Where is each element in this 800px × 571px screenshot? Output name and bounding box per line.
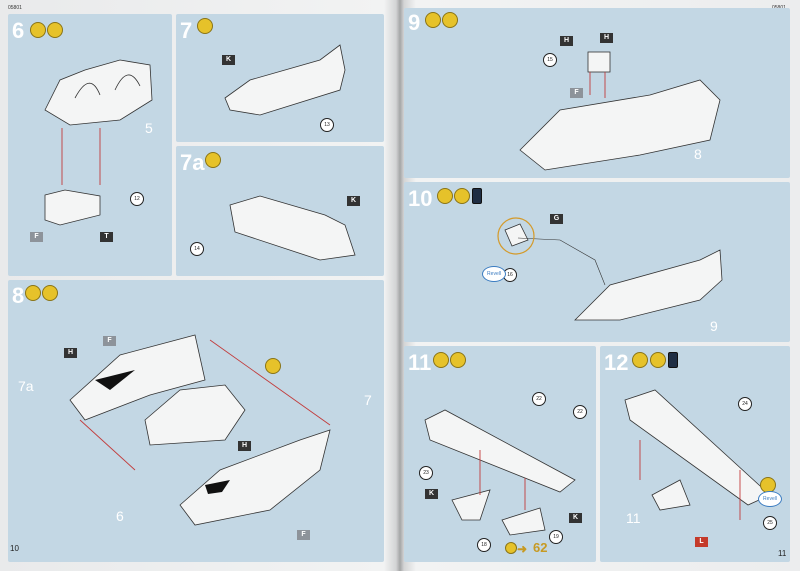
part-callout: 23 [419,466,433,480]
step-12-number: 12 [604,350,629,375]
paint-icon [47,22,63,38]
wing-pylon-drawing [651,479,691,511]
step-reference: 62 [533,540,548,555]
step-7-number: 7 [180,18,193,43]
sprue-tag: F [103,336,116,346]
sprue-tag: F [570,88,583,98]
page-number-right: 11 [778,549,787,558]
pylon-part-a-drawing [451,489,491,521]
lower-fuselage-drawing [179,429,331,526]
sprue-tag: F [297,530,310,540]
paint-pot-icon [472,188,482,204]
paint-icon [454,188,470,204]
step-8-ref-7: 7 [364,392,372,408]
paint-pot-icon [668,352,678,368]
glue-icon [632,352,648,368]
arrow-icon: ➜ [517,542,528,556]
part-callout: 13 [320,118,334,132]
part-callout: 18 [477,538,491,552]
part-callout: 25 [763,516,777,530]
decal-badge: Revell [482,266,506,282]
part-callout: 22 [532,392,546,406]
step-6-number: 6 [12,18,25,43]
decal-part-drawing [504,223,529,247]
fuselage-half-b-drawing [229,195,356,261]
sprue-tag: G [550,214,563,224]
page-gutter [396,0,404,571]
step-8-number: 8 [12,283,25,308]
sprue-tag: F [30,232,43,242]
cockpit-seat-drawing [144,384,246,446]
glue-icon [30,22,46,38]
page-code-left: 05801 [8,5,22,11]
page-number-left: 10 [10,544,19,553]
seat-part-drawing [587,51,611,73]
glue-icon [25,285,41,301]
instrument-panel-drawing [44,189,101,226]
sprue-tag: L [695,537,708,547]
glue-icon [197,18,213,34]
sprue-tag: K [222,55,235,65]
sprue-tag: H [600,33,613,43]
canopy-assembly-drawing [574,249,723,321]
step-10-ref: 9 [710,318,718,334]
nose-assembly-drawing [519,79,721,171]
sprue-tag: T [100,232,113,242]
sprue-tag: K [347,196,360,206]
glue-icon [437,188,453,204]
cement-icon [505,542,517,554]
sprue-tag: H [560,36,573,46]
intake-part-drawing [424,409,576,493]
cement-icon [265,358,281,374]
pylon-part-b-drawing [501,507,546,536]
step-8-ref-7a: 7a [18,378,34,394]
step-8-ref-6: 6 [116,508,124,524]
part-callout: 24 [738,397,752,411]
step-9-ref: 8 [694,146,702,162]
part-callout: 22 [573,405,587,419]
sprue-tag: K [569,513,582,523]
cement-icon [433,352,449,368]
glue-icon [205,152,221,168]
upper-fuselage-drawing [69,334,206,421]
step-10-number: 10 [408,186,433,211]
step-12-ref: 11 [626,510,641,526]
part-callout: 15 [543,53,557,67]
part-callout: 19 [549,530,563,544]
paint-icon [450,352,466,368]
fuselage-half-drawing [224,44,346,116]
step-9-number: 9 [408,10,421,35]
decal-badge: Revell [758,491,782,507]
sprue-tag: H [238,441,251,451]
part-callout: 12 [130,192,144,206]
paint-icon [442,12,458,28]
sprue-tag: K [425,489,438,499]
step-11-number: 11 [408,350,432,375]
paint-icon [650,352,666,368]
step-6-ref: 5 [145,120,153,136]
paint-icon [42,285,58,301]
sprue-tag: H [64,348,77,358]
glue-icon [425,12,441,28]
step-7a-number: 7a [180,150,205,175]
part-callout: 14 [190,242,204,256]
